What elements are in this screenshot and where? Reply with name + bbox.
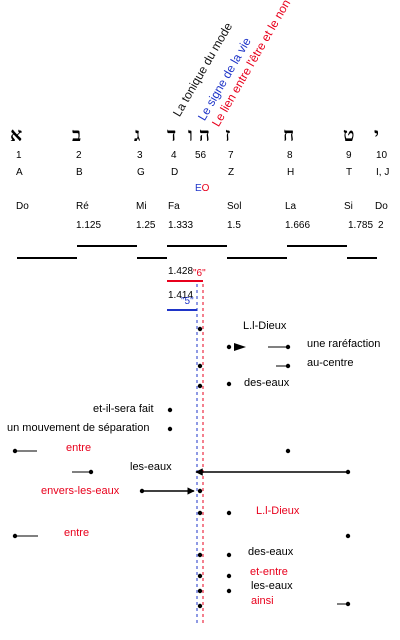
note-re: Ré — [76, 201, 89, 212]
ratio-sol: 1.5 — [227, 220, 241, 231]
word-les-eaux-2: les-eaux — [251, 580, 293, 592]
dot — [226, 344, 232, 350]
ratio-si: 1.785 — [348, 220, 374, 231]
ratio-re: 1.125 — [76, 220, 102, 231]
hebrew-letter-tet: ט — [343, 124, 355, 146]
note-si: Si — [344, 201, 353, 212]
number-3: 3 — [137, 150, 143, 161]
number-2: 2 — [76, 150, 82, 161]
eo-o: O — [201, 183, 210, 194]
dot — [197, 363, 203, 369]
dot — [226, 573, 232, 579]
word-rarefaction: une raréfaction — [307, 338, 381, 350]
ratio-la: 1.666 — [285, 220, 311, 231]
hebrew-letter-vav: ו — [188, 124, 193, 146]
word-entre-1: entre — [66, 442, 92, 454]
dot — [197, 603, 203, 609]
value-1414: 1.414 — [168, 290, 194, 301]
hebrew-letter-dalet: ד — [167, 124, 177, 146]
word-et-il-sera-fait: et-il-sera fait — [93, 403, 154, 415]
dot — [285, 448, 291, 454]
dot — [197, 326, 203, 332]
word-mouvement-separation: un mouvement de séparation — [7, 422, 150, 434]
word-entre-2: entre — [64, 527, 90, 539]
dot — [345, 533, 351, 539]
latin-letter-h: H — [287, 167, 295, 178]
label-5: "5" — [181, 296, 194, 307]
dot — [167, 407, 173, 413]
dot — [197, 488, 203, 494]
word-au-centre: au-centre — [307, 357, 354, 369]
latin-letter-z: Z — [228, 167, 235, 178]
word-ll-dieux-2: L.l-Dieux — [256, 505, 300, 517]
interval-bars — [17, 245, 377, 259]
hebrew-letter-yod: י — [374, 124, 379, 146]
eo-marker: EO — [195, 183, 209, 194]
ratio-fa: 1.333 — [168, 220, 194, 231]
latin-letter-t: T — [346, 167, 353, 178]
note-fa: Fa — [168, 201, 180, 212]
hebrew-letter-gimel: ג — [134, 124, 141, 146]
ratio-mi: 1.25 — [136, 220, 156, 231]
hebrew-letter-zayin: ז — [225, 124, 231, 146]
latin-letter-ij: I, J — [376, 167, 390, 178]
hebrew-letter-he: ה — [199, 124, 210, 146]
latin-letter-a: A — [16, 167, 23, 178]
eo-e: E — [195, 183, 202, 194]
word-ll-dieux-1: L.l-Dieux — [243, 320, 287, 332]
word-des-eaux-2: des-eaux — [248, 546, 294, 558]
tick-lines — [15, 346, 348, 605]
value-1428: 1.428 — [168, 266, 194, 277]
hebrew-letter-alef: א — [10, 124, 23, 146]
number-1: 1 — [16, 150, 22, 161]
note-do: Do — [16, 201, 29, 212]
note-la: La — [285, 201, 297, 212]
number-56: 56 — [195, 150, 207, 161]
dots — [12, 326, 351, 609]
word-envers-les-eaux: envers-les-eaux — [41, 485, 120, 497]
ratio-do-high: 2 — [378, 220, 384, 231]
latin-letter-d: D — [171, 167, 179, 178]
dot — [197, 588, 203, 594]
dot — [226, 588, 232, 594]
number-4: 4 — [171, 150, 177, 161]
label-6: "6" — [193, 268, 206, 279]
number-7: 7 — [228, 150, 234, 161]
word-et-entre: et-entre — [250, 566, 288, 578]
note-mi: Mi — [136, 201, 147, 212]
number-10: 10 — [376, 150, 388, 161]
number-9: 9 — [346, 150, 352, 161]
word-ainsi: ainsi — [251, 595, 274, 607]
dot — [197, 383, 203, 389]
dot — [226, 510, 232, 516]
note-do-high: Do — [375, 201, 388, 212]
latin-letter-g: G — [137, 167, 145, 178]
word-les-eaux-1: les-eaux — [130, 461, 172, 473]
word-des-eaux-1: des-eaux — [244, 377, 290, 389]
dot — [197, 510, 203, 516]
dot — [197, 552, 203, 558]
number-8: 8 — [287, 150, 293, 161]
small-arrow-icon — [234, 343, 246, 351]
dot — [226, 552, 232, 558]
hebrew-letter-bet: ב — [72, 124, 82, 146]
dot — [226, 381, 232, 387]
dot — [167, 426, 173, 432]
dot — [197, 573, 203, 579]
note-sol: Sol — [227, 201, 242, 212]
hebrew-letter-het: ח — [283, 124, 295, 146]
latin-letter-b: B — [76, 167, 83, 178]
